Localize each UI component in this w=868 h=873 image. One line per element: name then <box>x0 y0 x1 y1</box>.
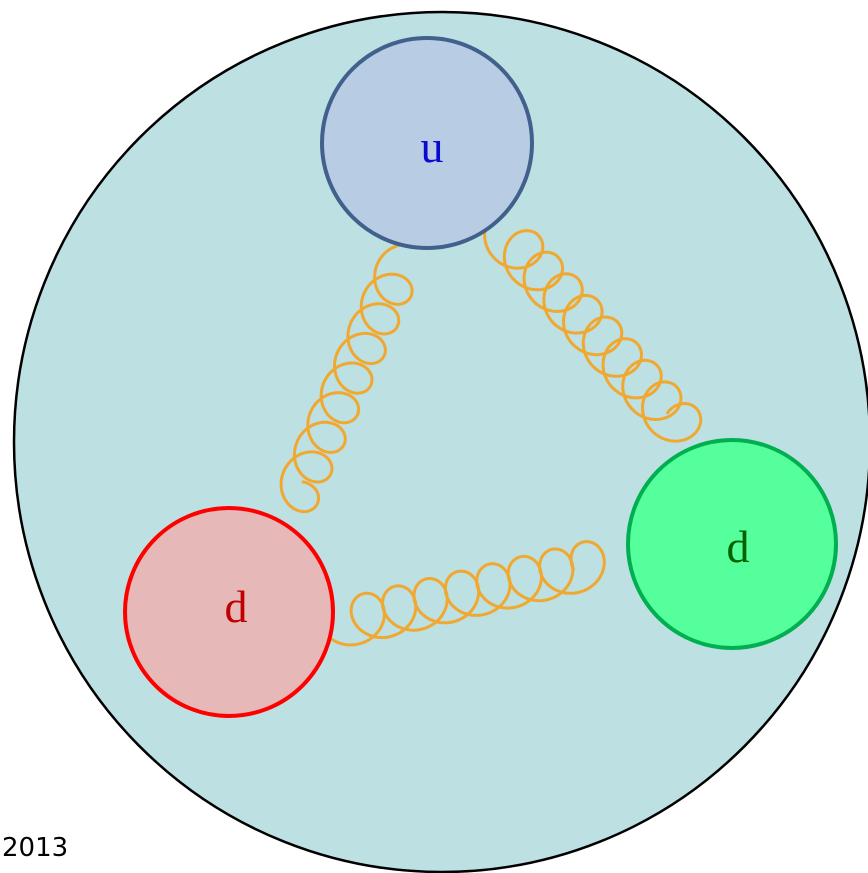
quark-down-left-label: d <box>225 581 248 632</box>
quark-down-left-circle <box>123 506 335 718</box>
gluon-spring-top-left <box>279 243 414 514</box>
gluon-spring-bottom <box>320 540 606 647</box>
gluon-springs <box>279 216 703 647</box>
gluon-spring-top-right <box>483 216 703 443</box>
quark-up-circle <box>320 36 534 250</box>
quark-down-right-label: d <box>727 521 750 572</box>
year-label: 2013 <box>2 833 68 863</box>
quark-down-left: d <box>123 506 335 718</box>
quark-up-label: u <box>421 121 444 172</box>
quark-down-right: d <box>626 438 838 650</box>
quark-up: u <box>320 36 534 250</box>
quark-down-right-circle <box>626 438 838 650</box>
